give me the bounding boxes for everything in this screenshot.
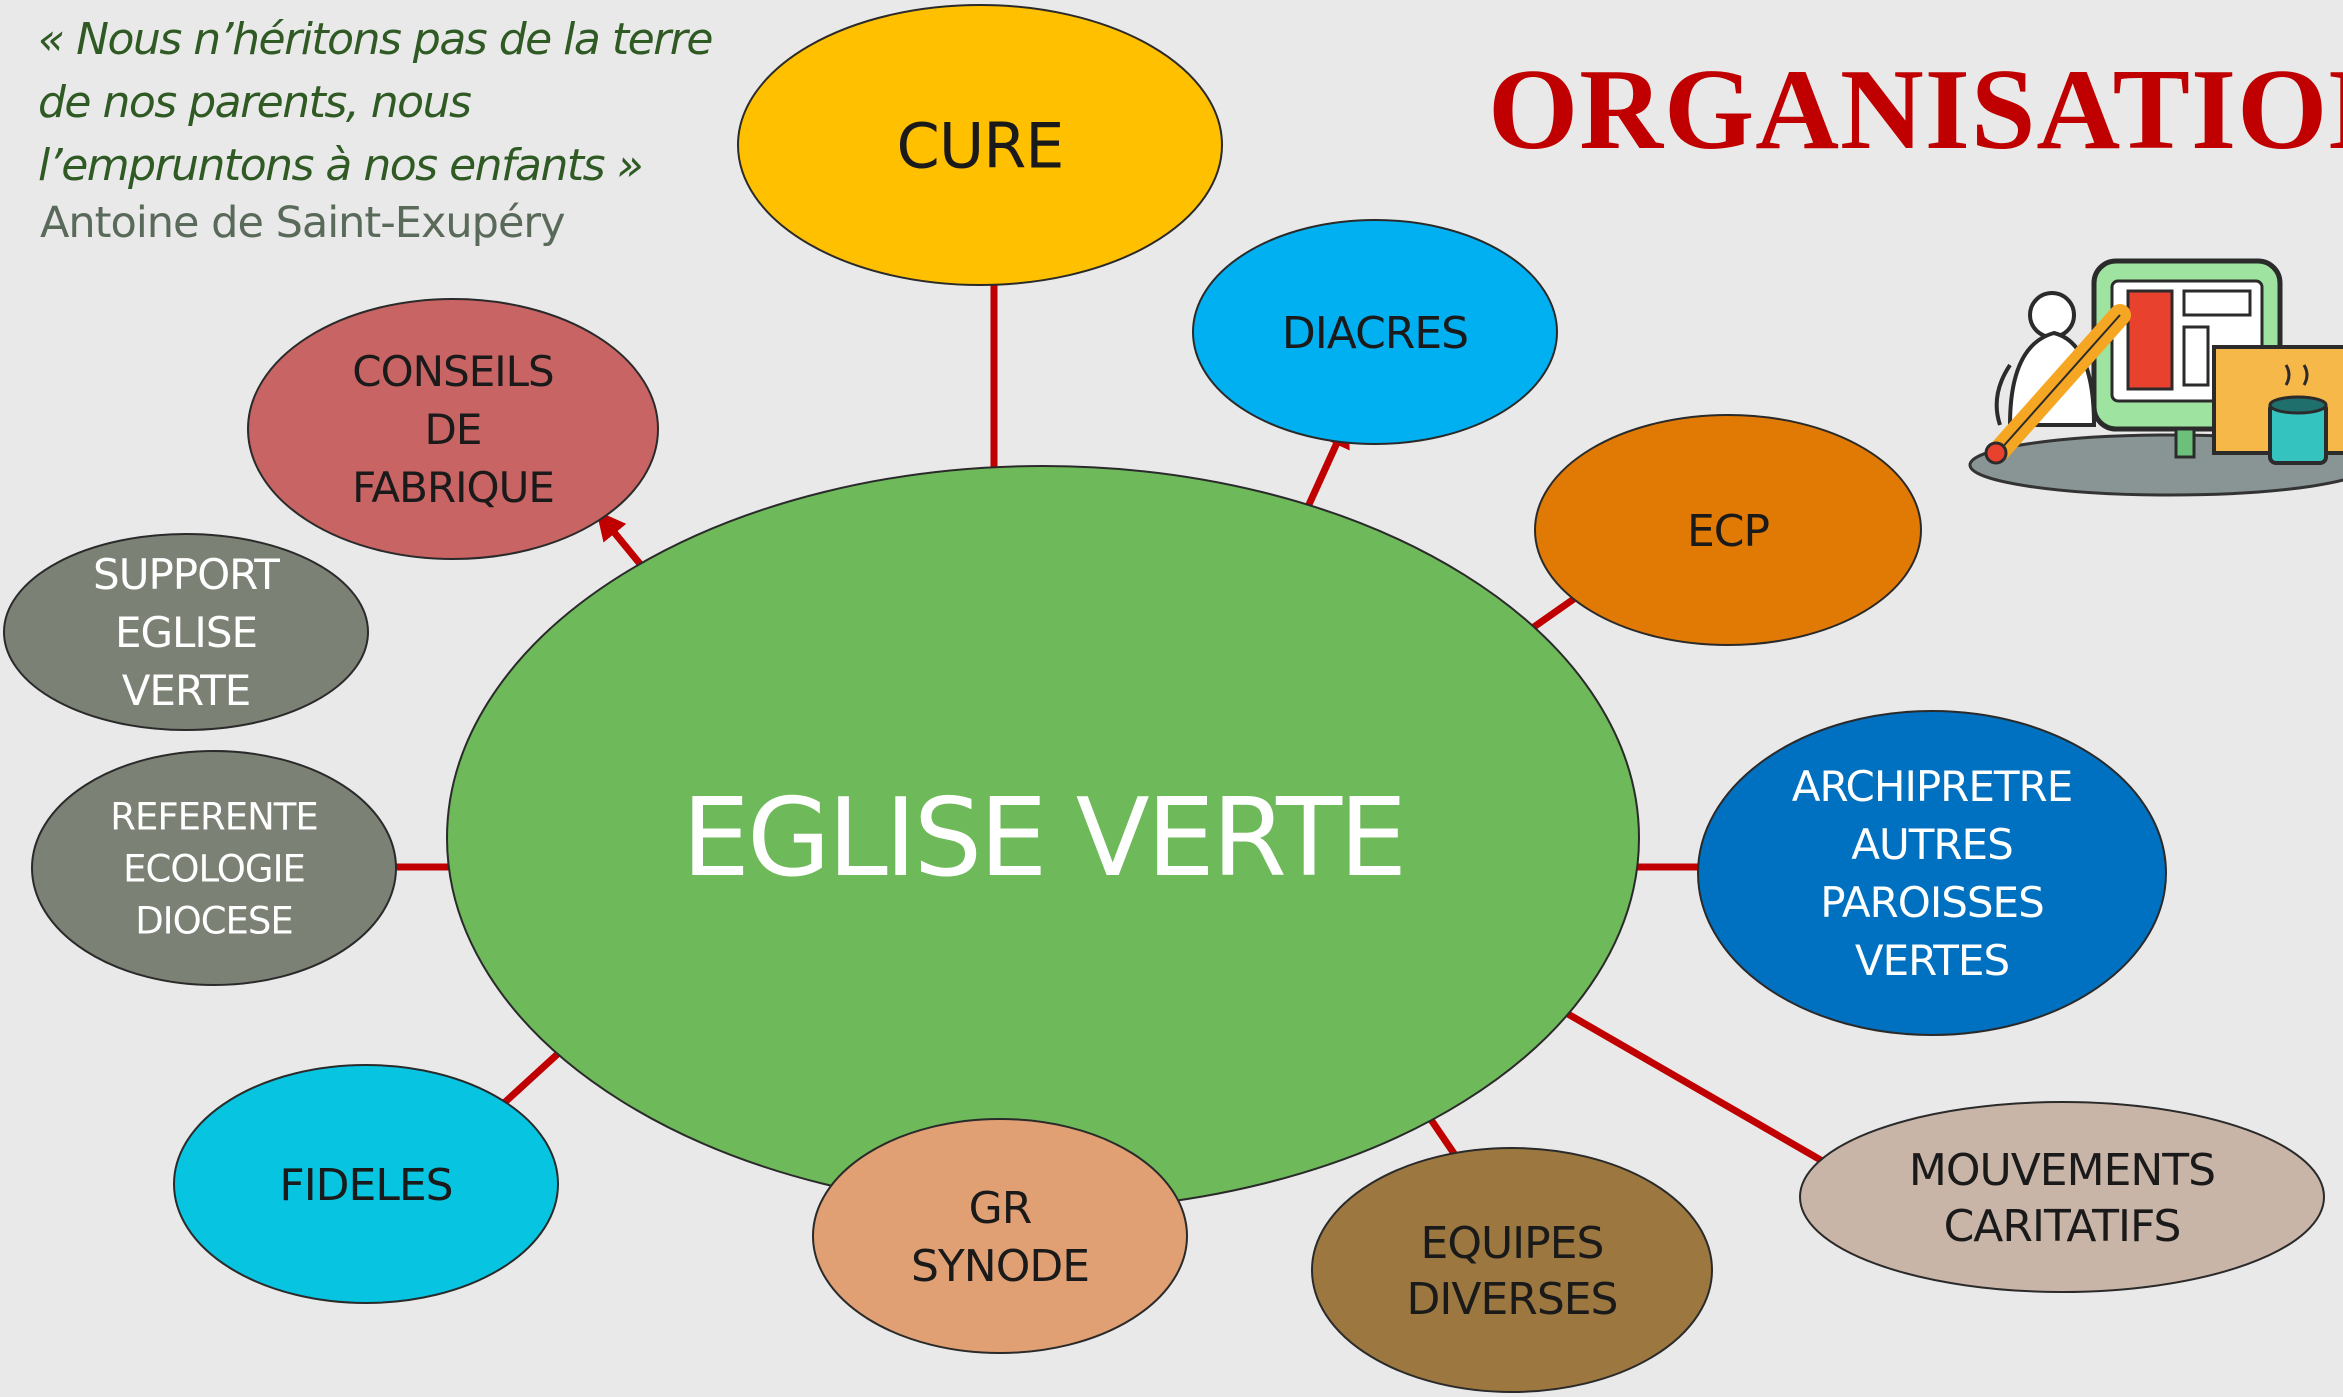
node-diacres-shape xyxy=(1192,219,1558,445)
center-node-eglise-verte[interactable]: EGLISE VERTE xyxy=(446,465,1640,1211)
page-title: ORGANISATION xyxy=(1488,46,2343,174)
node-mouvements-shape xyxy=(1799,1101,2325,1293)
quote-line-3: l’empruntons à nos enfants » xyxy=(38,140,644,191)
node-gr-synode-shape xyxy=(812,1118,1188,1354)
node-referente-label-3: DIOCESE xyxy=(135,899,293,942)
node-mouvements-label-1: MOUVEMENTS xyxy=(1909,1145,2215,1196)
quote-line-2: de nos parents, nous xyxy=(38,77,472,128)
node-support[interactable]: SUPPORT EGLISE VERTE xyxy=(3,533,369,731)
node-referente-label-2: ECOLOGIE xyxy=(123,847,305,890)
node-referente-shape xyxy=(31,750,397,986)
node-equipes-shape xyxy=(1311,1147,1713,1393)
node-fideles[interactable]: FIDELES xyxy=(173,1064,559,1304)
node-referente-label-1: REFERENTE xyxy=(110,795,318,838)
node-diacres[interactable]: DIACRES xyxy=(1192,219,1558,445)
node-equipes-label-2: DIVERSES xyxy=(1407,1274,1618,1325)
node-gr-synode[interactable]: GR SYNODE xyxy=(812,1118,1188,1354)
node-archipretre-label-4: VERTES xyxy=(1855,936,2009,985)
node-conseils-label-2: DE xyxy=(425,405,482,454)
node-gr-synode-label-2: SYNODE xyxy=(911,1241,1089,1292)
node-archipretre-label-3: PAROISSES xyxy=(1820,878,2044,927)
node-support-label-3: VERTE xyxy=(122,666,251,715)
node-referente[interactable]: REFERENTE ECOLOGIE DIOCESE xyxy=(31,750,397,986)
node-mouvements-label-2: CARITATIFS xyxy=(1944,1201,2181,1252)
node-archipretre-label-2: AUTRES xyxy=(1851,820,2013,869)
node-cure-shape xyxy=(737,4,1223,286)
node-cure[interactable]: CURE xyxy=(737,4,1223,286)
designer-at-monitor-icon xyxy=(1968,258,2343,497)
node-archipretre[interactable]: ARCHIPRETRE AUTRES PAROISSES VERTES xyxy=(1697,710,2167,1036)
node-ecp[interactable]: ECP xyxy=(1534,414,1922,646)
node-cure-label-1: CURE xyxy=(897,109,1064,182)
quote-line-1: « Nous n’héritons pas de la terre xyxy=(38,14,713,65)
node-ecp-label-1: ECP xyxy=(1687,506,1770,557)
node-equipes-label-1: EQUIPES xyxy=(1421,1218,1604,1269)
node-archipretre-shape xyxy=(1697,710,2167,1036)
node-conseils-label-1: CONSEILS xyxy=(352,347,553,396)
node-support-shape xyxy=(3,533,369,731)
node-archipretre-label-1: ARCHIPRETRE xyxy=(1792,762,2073,811)
quote-author: Antoine de Saint-Exupéry xyxy=(40,198,566,248)
node-conseils[interactable]: CONSEILS DE FABRIQUE xyxy=(247,298,659,560)
quote: « Nous n’héritons pas de la terre de nos… xyxy=(38,8,758,197)
node-ecp-shape xyxy=(1534,414,1922,646)
node-diacres-label-1: DIACRES xyxy=(1282,308,1468,359)
node-support-label-2: EGLISE xyxy=(115,608,257,657)
node-conseils-shape xyxy=(247,298,659,560)
nodes-layer: CURE DIACRES ECP ARCHIPRETRE AUTRES PAROISSES… xyxy=(3,4,2325,1393)
node-conseils-label-3: FABRIQUE xyxy=(352,463,554,512)
node-fideles-shape xyxy=(173,1064,559,1304)
node-support-label-1: SUPPORT xyxy=(93,550,280,599)
node-fideles-label-1: FIDELES xyxy=(279,1160,452,1211)
center-label: EGLISE VERTE xyxy=(682,776,1405,901)
node-gr-synode-label-1: GR xyxy=(969,1183,1032,1234)
